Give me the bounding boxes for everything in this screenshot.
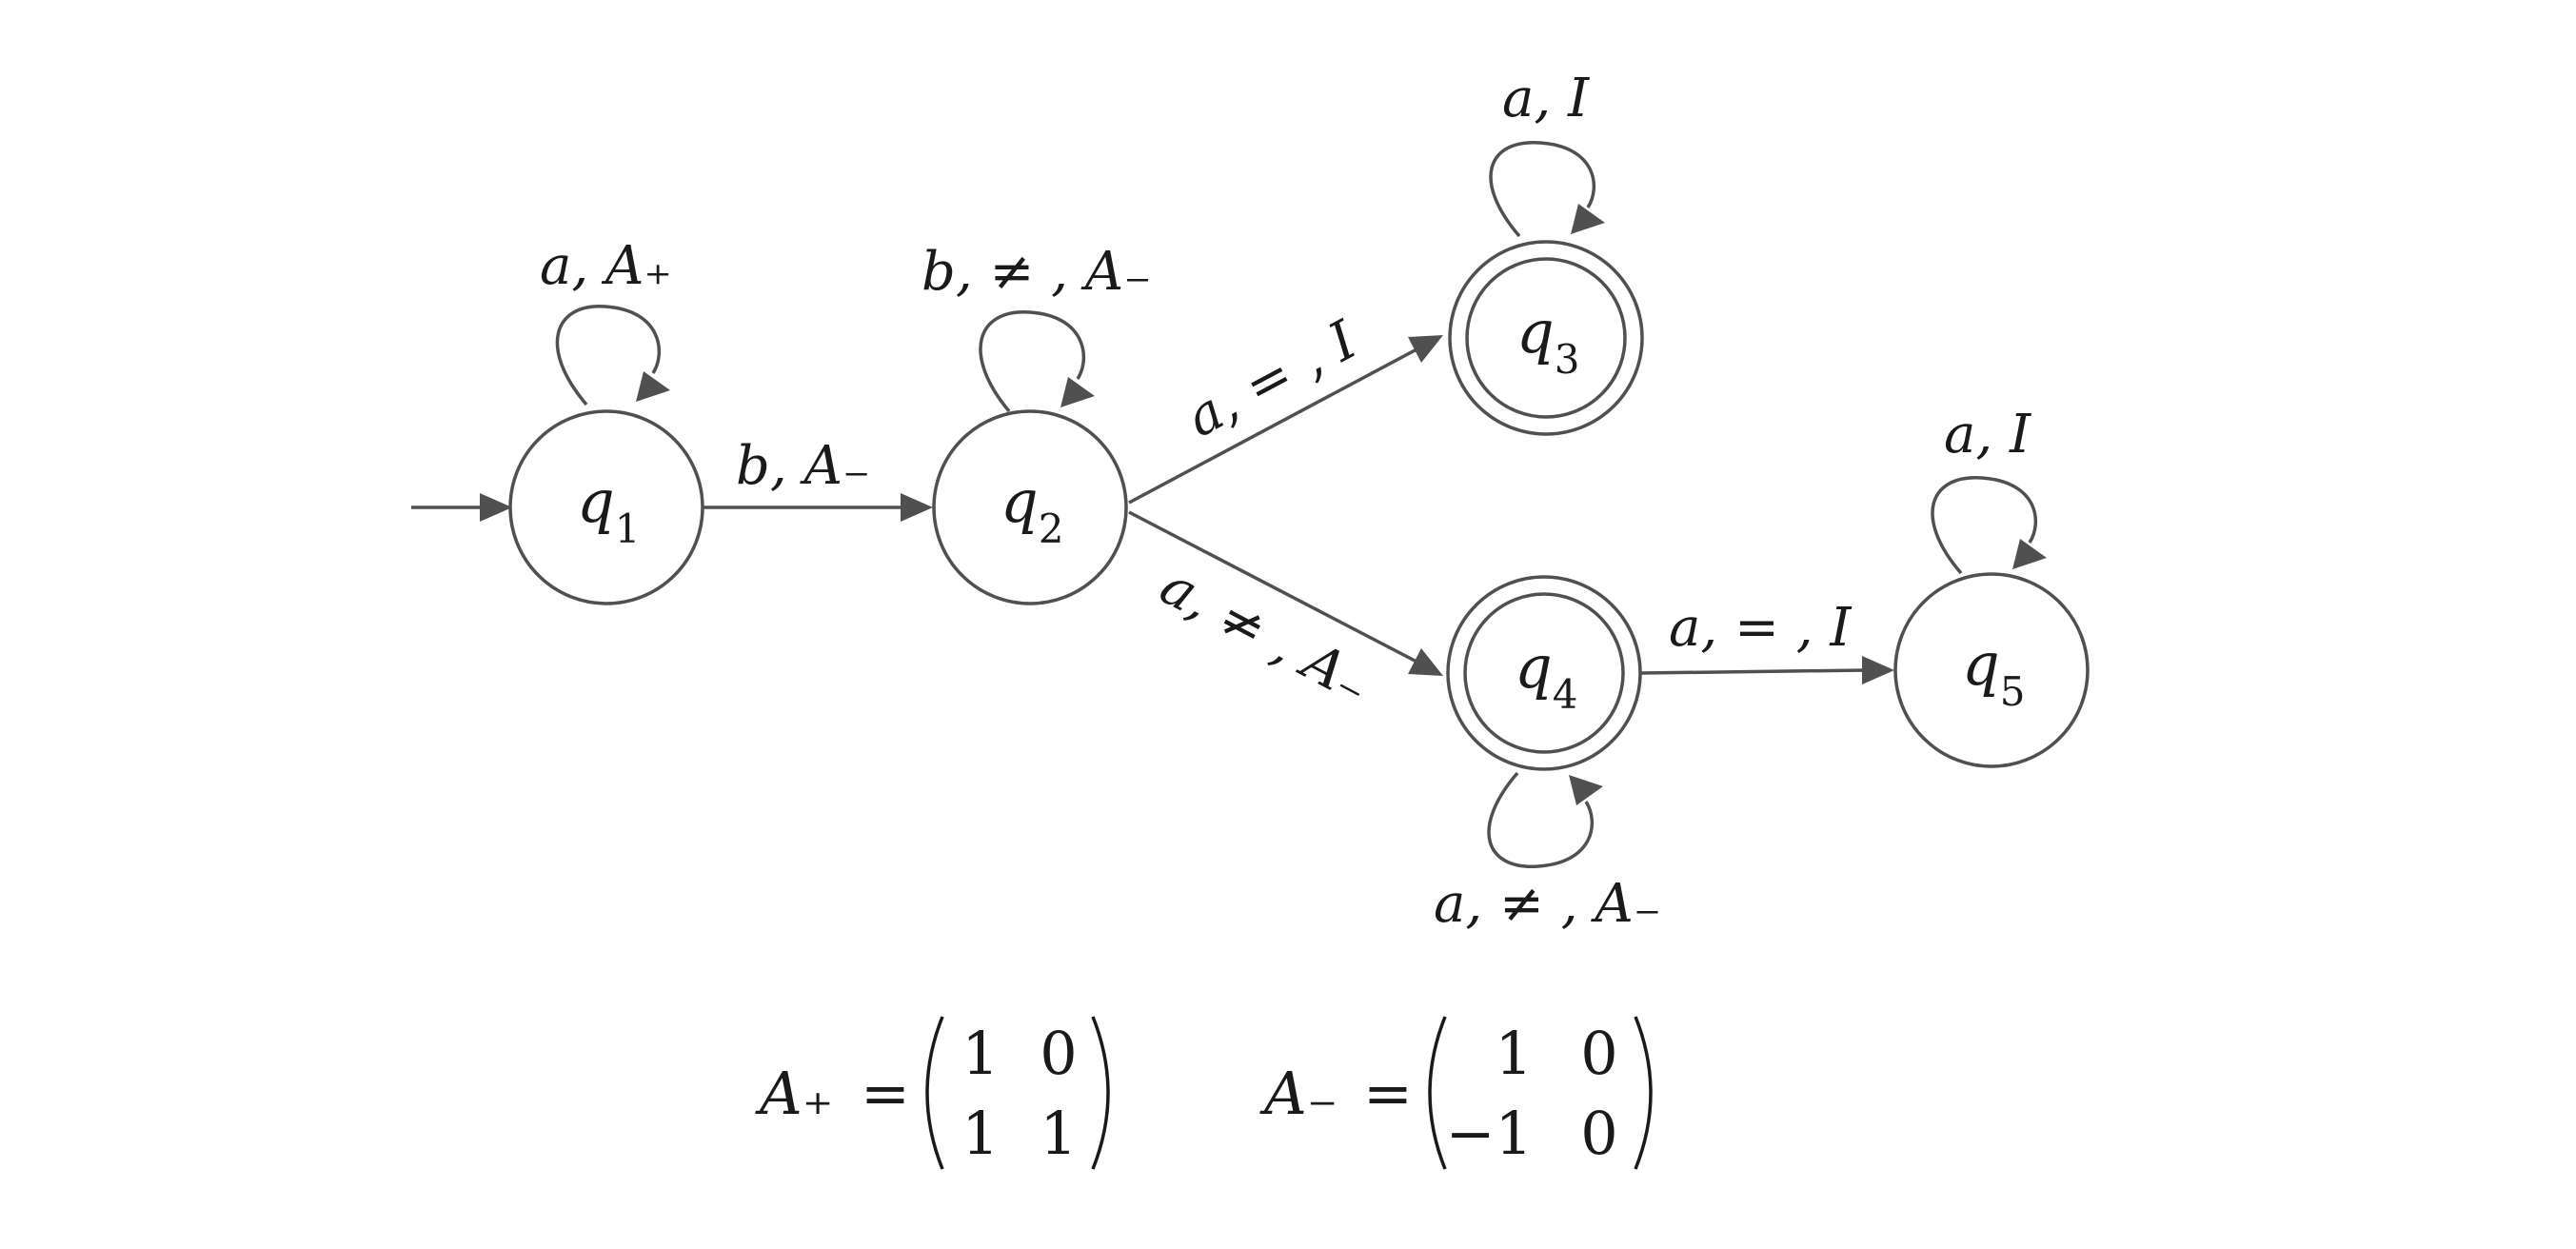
matrix-a-minus-cell: 0 bbox=[1580, 1019, 1617, 1088]
state-q3-label: q3 bbox=[1516, 297, 1579, 383]
matrix-a-plus-left-paren bbox=[925, 1016, 944, 1170]
loop-q4-arrowhead bbox=[1569, 775, 1603, 805]
state-q4: q4 bbox=[1446, 575, 1642, 771]
matrix-a-plus-name: A₊ bbox=[755, 1059, 834, 1128]
state-q5: q5 bbox=[1893, 572, 2090, 768]
matrix-a-plus: A₊ = 1 0 1 1 bbox=[755, 1016, 1110, 1170]
label-q1-q1: a, A₊ bbox=[540, 235, 672, 297]
matrix-a-minus-cell: 1 bbox=[1496, 1019, 1533, 1088]
label-q1-q2: b, A₋ bbox=[736, 435, 870, 497]
matrix-a-plus-cell: 0 bbox=[1040, 1019, 1077, 1088]
matrix-a-minus-left-paren bbox=[1428, 1016, 1447, 1170]
matrix-a-plus-cell: 1 bbox=[961, 1099, 999, 1168]
matrix-a-minus-right-paren bbox=[1634, 1016, 1653, 1170]
loop-q3-arrowhead bbox=[1571, 204, 1605, 234]
label-q2-q4: a, ≠ , A₋ bbox=[1150, 555, 1380, 717]
loop-q3 bbox=[1489, 141, 1595, 238]
matrix-a-minus-equals: = bbox=[1363, 1059, 1413, 1128]
label-q2-q2: b, ≠ , A₋ bbox=[921, 241, 1152, 303]
state-q5-label: q5 bbox=[1962, 629, 2025, 715]
edge-q4-q5 bbox=[1640, 668, 1867, 675]
state-q1: q1 bbox=[508, 409, 704, 605]
loop-q5-arrowhead bbox=[2012, 539, 2047, 569]
edge-q4-q5-arrowhead bbox=[1862, 656, 1894, 684]
label-q2-q3: a, = , I bbox=[1177, 308, 1368, 449]
loop-q1-arrowhead bbox=[636, 371, 670, 402]
state-q2-label: q2 bbox=[1001, 466, 1063, 552]
edge-q2-q3 bbox=[1128, 347, 1419, 505]
loop-q2 bbox=[979, 310, 1085, 413]
edge-q2-q4-arrowhead bbox=[1408, 648, 1443, 676]
label-q3-q3: a, I bbox=[1502, 68, 1591, 129]
state-q4-label: q4 bbox=[1515, 632, 1577, 718]
matrix-a-plus-cell: 1 bbox=[1040, 1099, 1077, 1168]
label-q4-q5: a, = , I bbox=[1669, 597, 1853, 659]
edge-q2-q3-arrowhead bbox=[1408, 335, 1443, 363]
state-q3: q3 bbox=[1448, 240, 1644, 436]
loop-q1 bbox=[555, 305, 661, 406]
matrix-a-plus-right-paren bbox=[1091, 1016, 1110, 1170]
edge-q2-q4 bbox=[1128, 510, 1419, 664]
matrix-a-minus-cell: 0 bbox=[1580, 1099, 1617, 1168]
initial-arrowhead bbox=[480, 493, 512, 522]
matrix-a-minus-name: A₋ bbox=[1259, 1059, 1338, 1128]
edge-q1-q2-arrowhead bbox=[901, 493, 933, 522]
loop-q4 bbox=[1487, 771, 1594, 868]
state-q1-label: q1 bbox=[577, 466, 640, 552]
loop-q5 bbox=[1931, 476, 2037, 575]
state-q2: q2 bbox=[932, 409, 1128, 605]
matrix-a-minus: A₋ = 1 0 −1 0 bbox=[1259, 1016, 1653, 1170]
label-q5-q5: a, I bbox=[1944, 404, 2032, 466]
matrix-a-plus-cell: 1 bbox=[961, 1019, 999, 1088]
matrix-a-minus-cell: −1 bbox=[1446, 1099, 1533, 1168]
matrix-a-plus-equals: = bbox=[861, 1059, 910, 1128]
loop-q2-arrowhead bbox=[1060, 377, 1095, 407]
label-q4-q4: a, ≠ , A₋ bbox=[1434, 873, 1661, 935]
